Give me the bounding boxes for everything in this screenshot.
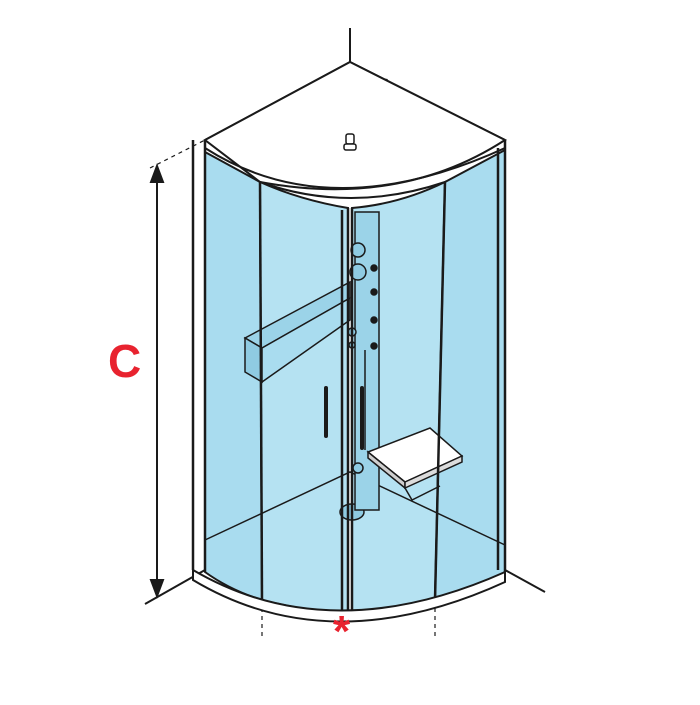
roof-panel	[203, 60, 508, 199]
width-marker-label: *	[333, 607, 351, 656]
glass-right-fixed	[433, 148, 506, 602]
side-shelf	[243, 280, 351, 384]
glass-left-door	[258, 180, 349, 616]
ceiling-shower-icon	[343, 133, 357, 151]
handle-icon	[324, 386, 364, 450]
height-dimension-arrow-icon	[149, 163, 165, 599]
shower-column	[347, 211, 380, 511]
height-dimension-label: C	[108, 335, 142, 387]
base-tray	[192, 568, 506, 623]
frame-profiles	[191, 140, 507, 614]
